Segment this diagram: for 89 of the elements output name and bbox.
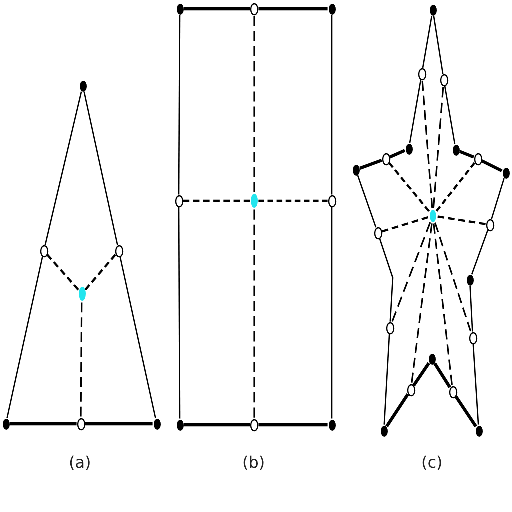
vertex-dot <box>176 2 184 16</box>
boundary-line <box>433 16 444 74</box>
midpoint-dot <box>448 386 458 398</box>
midpoint-dot <box>114 244 124 258</box>
boundary-line <box>472 344 480 425</box>
dashed-line <box>254 208 256 419</box>
dashed-line <box>46 254 80 291</box>
dashed-line <box>422 80 434 210</box>
midpoint-dot <box>76 418 86 430</box>
midpoint-dot <box>328 194 336 208</box>
centroid-dot <box>428 208 438 224</box>
boundary-line <box>422 16 433 68</box>
vertex-dot <box>328 2 336 16</box>
dashed-line <box>254 15 256 194</box>
dashed-line <box>391 221 432 323</box>
centroid-dot <box>250 193 259 209</box>
boundary-line <box>434 362 452 388</box>
vertex-dot <box>328 418 336 432</box>
panel-label: (a) <box>69 453 92 473</box>
boundary-line <box>444 86 456 144</box>
midpoint-dot <box>40 244 48 258</box>
vertex-dot <box>176 418 184 432</box>
dashed-line <box>433 222 454 386</box>
dashed-line <box>183 200 250 202</box>
boundary-line <box>6 256 44 418</box>
midpoint-dot <box>374 226 382 240</box>
vertex-dot <box>466 274 474 286</box>
midpoint-dot <box>250 418 259 432</box>
vertex-dot <box>428 352 436 366</box>
boundary-line <box>360 159 382 170</box>
dashed-line <box>411 222 433 384</box>
boundary-line <box>357 175 377 228</box>
vertex-dot <box>474 424 484 438</box>
boundary-line <box>184 423 250 427</box>
vertex-dot <box>380 424 388 438</box>
boundary-line <box>178 15 181 195</box>
dashed-line <box>432 86 444 210</box>
vertex-dot <box>404 142 414 156</box>
panel-label: (b) <box>242 453 266 473</box>
panel-label: (c) <box>422 453 443 473</box>
dashed-line <box>435 162 476 213</box>
boundary-line <box>386 394 410 428</box>
dashed-line <box>84 254 117 291</box>
vertex-dot <box>78 80 88 92</box>
vertex-dot <box>2 418 10 430</box>
vertex-dot <box>352 164 360 176</box>
dashed-line <box>80 302 83 418</box>
boundary-line <box>258 423 328 427</box>
midpoint-dot <box>468 332 478 344</box>
boundary-line <box>331 207 333 419</box>
boundary-line <box>10 422 77 426</box>
boundary-line <box>491 178 505 220</box>
midpoint-dot <box>406 384 416 396</box>
dashed-line <box>382 216 430 233</box>
boundary-line <box>184 7 250 11</box>
boundary-line <box>454 396 478 428</box>
vertex-dot <box>152 418 162 430</box>
midpoint-dot <box>418 68 426 80</box>
midpoint-dot <box>486 218 494 232</box>
midpoint-dot <box>174 194 184 208</box>
boundary-line <box>331 15 333 195</box>
boundary-line <box>389 149 406 159</box>
boundary-line <box>412 362 430 387</box>
midpoint-dot <box>474 152 482 166</box>
boundary-line <box>409 80 422 144</box>
dashed-line <box>434 222 472 333</box>
boundary-line <box>85 422 153 426</box>
vertex-dot <box>452 144 460 156</box>
midpoint-dot <box>386 322 394 334</box>
dashed-line <box>436 216 486 226</box>
boundary-line <box>470 286 474 332</box>
boundary-line <box>178 207 181 419</box>
boundary-line <box>459 150 475 159</box>
boundary-line <box>120 256 156 418</box>
vertex-dot <box>428 4 438 16</box>
dashed-line <box>258 200 328 202</box>
boundary-line <box>44 92 82 246</box>
boundary-line <box>471 230 489 275</box>
boundary-line <box>379 238 394 322</box>
boundary-line <box>481 160 503 172</box>
midpoint-dot <box>440 74 448 86</box>
boundary-line <box>384 334 390 425</box>
boundary-line <box>84 92 118 246</box>
vertex-dot <box>502 166 510 180</box>
dashed-line <box>388 162 431 213</box>
boundary-line <box>258 7 328 11</box>
centroid-dot <box>78 286 86 302</box>
midpoint-dot <box>382 152 390 166</box>
midpoint-dot <box>250 2 259 16</box>
